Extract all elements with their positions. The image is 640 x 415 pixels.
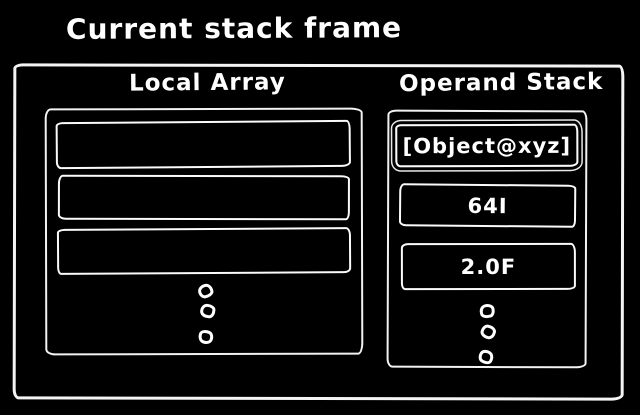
local-array-box	[44, 107, 364, 356]
operand-stack-label: Operand Stack	[398, 68, 604, 98]
ellipsis-dot	[196, 282, 215, 300]
ellipsis-dot	[476, 347, 497, 367]
diagram-title: Current stack frame	[65, 11, 403, 46]
ellipsis-dot	[199, 303, 217, 319]
local-array-slot-2	[56, 227, 352, 275]
operand-stack-slot-1: 64I	[398, 183, 577, 228]
ellipsis-dot	[479, 323, 498, 341]
local-array-slot-0	[55, 119, 351, 170]
operand-stack-slot-2: 2.0F	[400, 242, 576, 291]
operand-stack-slot-0: [Object@xyz]	[395, 123, 579, 168]
local-array-slot-1	[57, 174, 350, 221]
local-array-label: Local Array	[128, 69, 286, 97]
ellipsis-dot	[478, 302, 496, 320]
operand-stack-box: [Object@xyz] 64I 2.0F	[386, 109, 588, 369]
ellipsis-dot	[196, 327, 216, 347]
